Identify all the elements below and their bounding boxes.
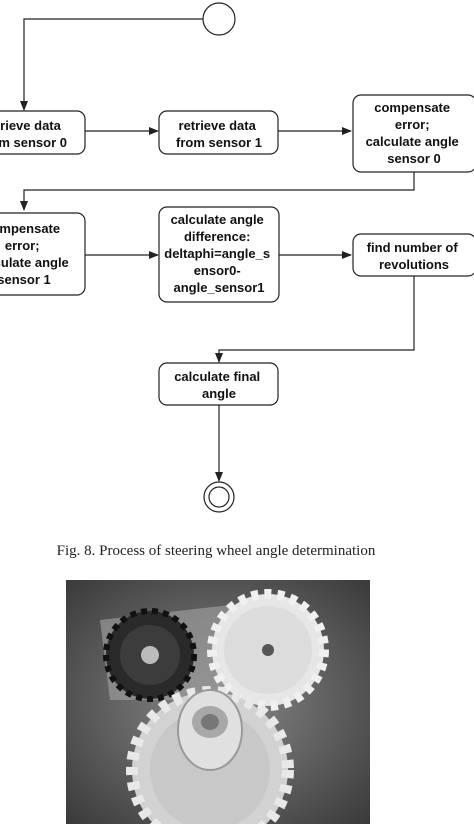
node-label-n6: find number of revolutions [367, 240, 462, 272]
node-label-n7: calculate final angle [174, 369, 264, 401]
dark-gear-icon [103, 608, 197, 702]
edges [20, 18, 415, 482]
node-box-n1 [0, 110, 86, 155]
edge-start-n1 [20, 18, 203, 111]
node-box-n5 [158, 206, 280, 303]
white-gear-icon [207, 589, 329, 711]
node-box-n2 [158, 110, 279, 155]
node-label-n4: compensate error; calculate angle sensor… [0, 221, 72, 287]
end-node [203, 481, 235, 513]
figure-caption: Fig. 8. Process of steering wheel angle … [57, 543, 376, 559]
node-box-n6 [352, 233, 474, 277]
node-label-n2: retrieve data from sensor 1 [176, 118, 262, 150]
node-box-n3 [352, 94, 474, 173]
node-label-n1: retrieve data from sensor 0 [0, 118, 67, 150]
node-label-n5: calculate angle difference: deltaphi=ang… [164, 212, 273, 295]
nodes: retrieve data from sensor 0 retrieve dat… [0, 94, 474, 406]
node-box-n4 [0, 212, 86, 296]
node-box-n7 [158, 362, 279, 406]
main-gear-icon [126, 686, 294, 824]
start-node [202, 2, 236, 36]
edge-n6-n7 [215, 276, 415, 363]
node-label-n3: compensate error; calculate angle sensor… [366, 100, 463, 166]
edge-n3-n4 [20, 172, 415, 211]
gears-photo [66, 580, 370, 824]
